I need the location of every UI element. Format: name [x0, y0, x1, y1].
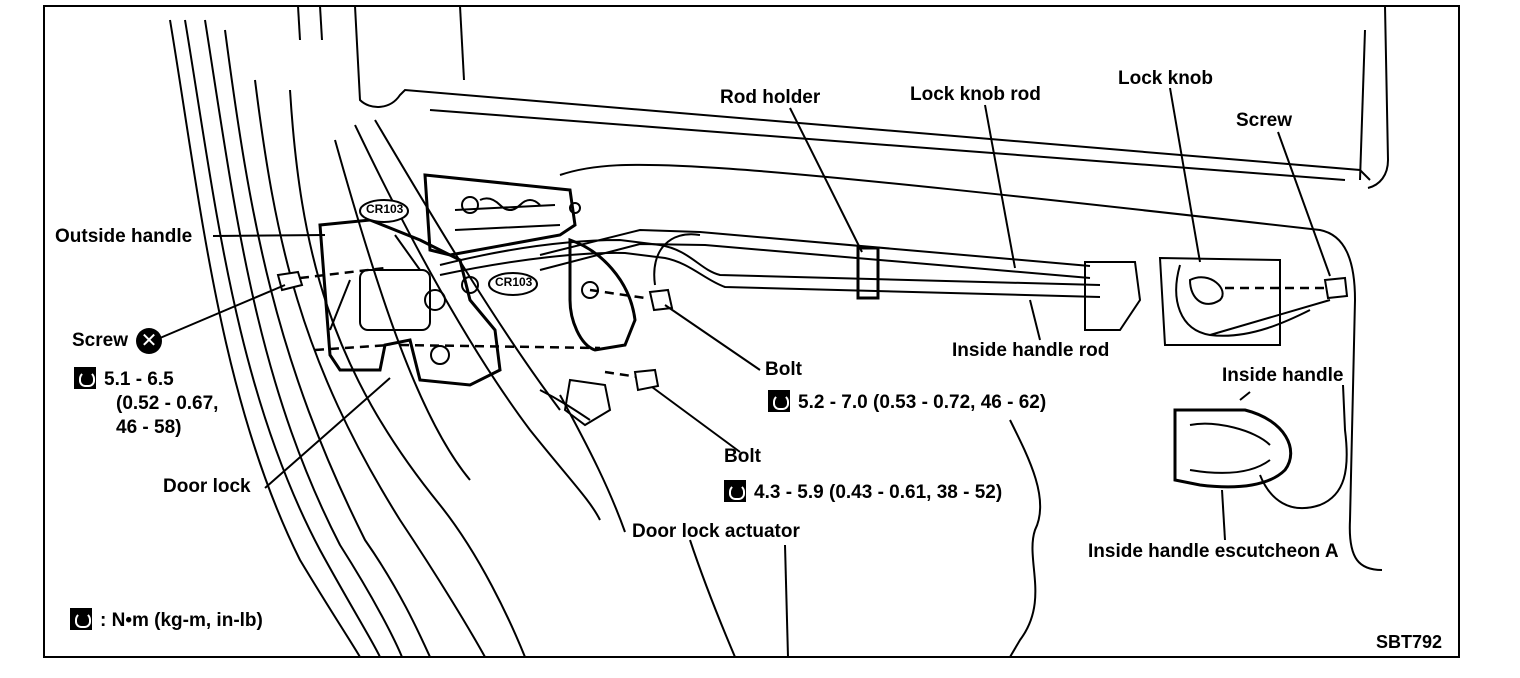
- label-door-lock: Door lock: [163, 476, 251, 497]
- label-rod-holder: Rod holder: [720, 87, 821, 108]
- torque-bolt-upper: 5.2 - 7.0 (0.53 - 0.72, 46 - 62): [768, 390, 1046, 415]
- x-circle-icon: ✕: [135, 328, 162, 354]
- torque-bolt-lower-value: 4.3 - 5.9 (0.43 - 0.61, 38 - 52): [754, 482, 1003, 503]
- torque-bolt-lower: 4.3 - 5.9 (0.43 - 0.61, 38 - 52): [724, 480, 1002, 505]
- cr103-label-a: CR103: [366, 202, 404, 216]
- label-screw-left-text: Screw: [72, 330, 128, 352]
- label-door-lock-actuator: Door lock actuator: [632, 521, 800, 542]
- figure-code: SBT792: [1376, 632, 1443, 652]
- cr103-oval-b: [488, 272, 538, 296]
- figure-frame: [43, 5, 1460, 658]
- label-screw-right: Screw: [1236, 110, 1292, 131]
- torque-unit-legend: : N•m (kg-m, in-lb): [70, 608, 263, 633]
- label-bolt-lower: Bolt: [724, 446, 761, 467]
- label-lock-knob-rod: Lock knob rod: [910, 84, 1041, 105]
- torque-screw-left-line1: 5.1 - 6.5: [104, 369, 174, 390]
- torque-wrench-icon: [724, 480, 746, 502]
- leader-lines: [159, 87, 1331, 541]
- label-outside-handle: Outside handle: [55, 226, 193, 247]
- label-screw-left: Screw ✕: [72, 328, 162, 354]
- cr103-label-b: CR103: [495, 275, 533, 289]
- torque-wrench-icon: [768, 390, 790, 412]
- label-lock-knob: Lock knob: [1118, 68, 1214, 89]
- torque-screw-left-line3: 46 - 58): [116, 417, 182, 438]
- torque-screw-left-line2: (0.52 - 0.67,: [116, 393, 219, 414]
- cr103-oval-a: [359, 199, 409, 223]
- label-inside-handle: Inside handle: [1222, 365, 1344, 386]
- label-bolt-upper: Bolt: [765, 359, 802, 380]
- label-inside-handle-escutcheon: Inside handle escutcheon A: [1088, 541, 1339, 562]
- torque-wrench-icon: [74, 367, 96, 389]
- legend-unit-text: : N•m (kg-m, in-lb): [100, 610, 263, 631]
- torque-bolt-upper-value: 5.2 - 7.0 (0.53 - 0.72, 46 - 62): [798, 392, 1047, 413]
- torque-wrench-icon: [70, 608, 92, 630]
- torque-screw-left: 5.1 - 6.5 (0.52 - 0.67, 46 - 58): [74, 367, 218, 440]
- label-inside-handle-rod: Inside handle rod: [952, 340, 1110, 361]
